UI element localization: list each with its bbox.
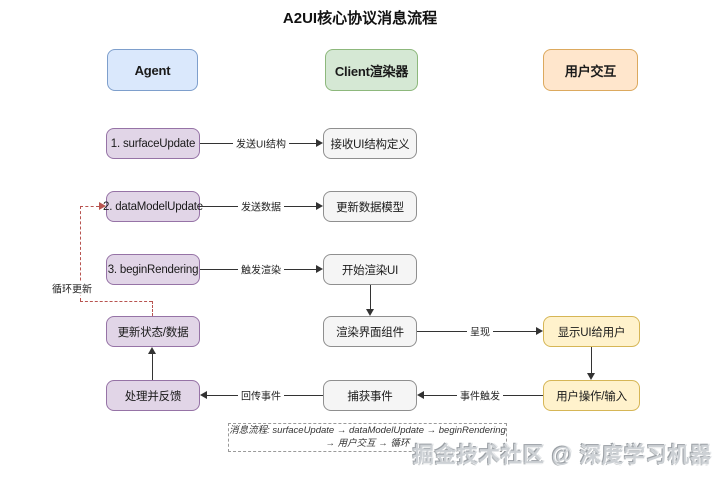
- edge-feedback-to-update-state: [152, 352, 153, 380]
- node-update-data-model: 更新数据模型: [323, 191, 417, 222]
- node-display-ui: 显示UI给用户: [543, 316, 640, 347]
- node-user-action-input: 用户操作/输入: [543, 380, 640, 411]
- loop-edge-segment: [152, 301, 153, 316]
- message-flow-note: 消息流程: surfaceUpdate → dataModelUpdate → …: [228, 423, 507, 452]
- edge-label-event-trigger: 事件触发: [457, 387, 503, 403]
- watermark-text: 掘金技术社区 @ 深度学习机器: [412, 444, 712, 467]
- edge-label-return-event: 回传事件: [238, 387, 284, 403]
- arrowhead-up-icon: [148, 347, 156, 354]
- arrowhead-down-icon: [366, 309, 374, 316]
- lane-header-agent: Agent: [107, 49, 198, 91]
- node-render-components: 渲染界面组件: [323, 316, 417, 347]
- arrowhead-right-icon: [316, 139, 323, 147]
- node-update-state: 更新状态/数据: [106, 316, 200, 347]
- edge-display-to-user-action: [591, 347, 592, 375]
- node-begin-rendering: 3. beginRendering: [106, 254, 200, 285]
- edge-label-trigger-render: 触发渲染: [238, 261, 284, 277]
- node-process-feedback: 处理并反馈: [106, 380, 200, 411]
- arrowhead-right-icon: [536, 327, 543, 335]
- loop-edge-segment: [80, 206, 81, 301]
- loop-edge-segment: [80, 301, 152, 302]
- arrowhead-left-icon: [200, 391, 207, 399]
- lane-header-client-renderer: Client渲染器: [325, 49, 418, 91]
- node-start-rendering-ui: 开始渲染UI: [323, 254, 417, 285]
- arrowhead-right-icon: [316, 265, 323, 273]
- arrowhead-down-icon: [587, 373, 595, 380]
- arrowhead-right-icon: [316, 202, 323, 210]
- edge-label-send-data: 发送数据: [238, 198, 284, 214]
- node-data-model-update: 2. dataModelUpdate: [103, 191, 203, 222]
- edge-start-render-to-components: [370, 285, 371, 311]
- note-line-2: → 用户交互 → 循环: [325, 437, 410, 449]
- arrowhead-loop-icon: [99, 202, 106, 210]
- note-line-1: 消息流程: surfaceUpdate → dataModelUpdate → …: [229, 424, 506, 436]
- node-receive-ui-structure: 接收UI结构定义: [323, 128, 417, 159]
- edge-label-present: 呈现: [467, 323, 493, 339]
- node-capture-event: 捕获事件: [323, 380, 417, 411]
- edge-label-loop-update: 循环更新: [51, 280, 93, 296]
- arrowhead-left-icon: [417, 391, 424, 399]
- node-surface-update: 1. surfaceUpdate: [106, 128, 200, 159]
- diagram-title: A2UI核心协议消息流程: [282, 10, 438, 27]
- edge-label-send-ui-structure: 发送UI结构: [233, 135, 289, 151]
- lane-header-user-interaction: 用户交互: [543, 49, 638, 91]
- loop-edge-segment: [80, 206, 99, 207]
